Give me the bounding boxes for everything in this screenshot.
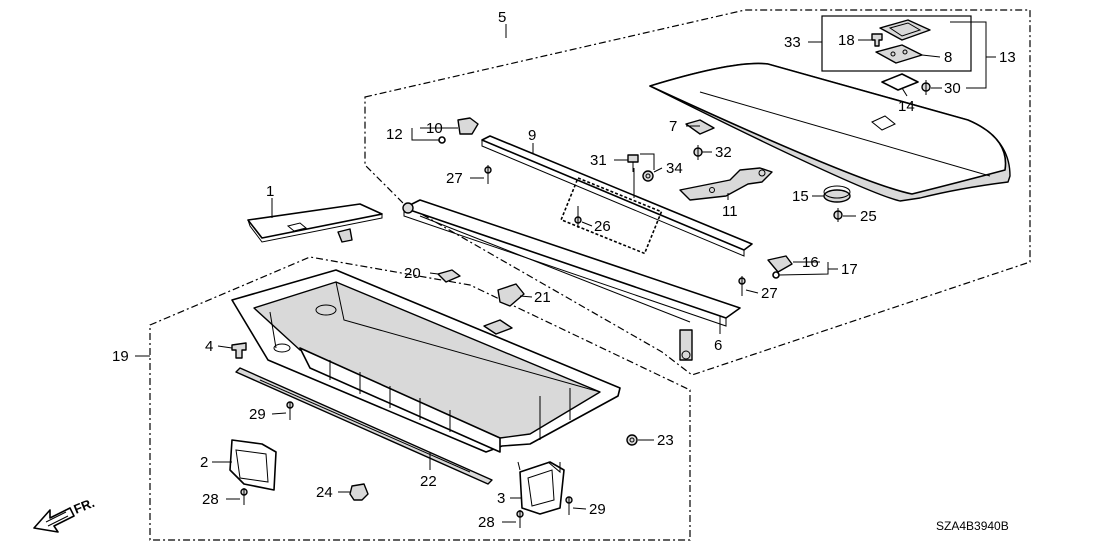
callout-18: 18 [838, 32, 855, 49]
callout-25: 25 [860, 208, 877, 225]
lid-top-part [879, 19, 931, 41]
callout-8: 8 [944, 49, 952, 66]
callout-26: 26 [594, 218, 611, 235]
clip-4 [231, 342, 247, 359]
bracket-21 [497, 283, 525, 307]
arrow-left-icon [33, 507, 75, 533]
screw-29-right [565, 496, 573, 515]
screw-28-left [240, 488, 248, 505]
trunk-tray-19 [231, 269, 621, 453]
callout-22: 22 [420, 473, 437, 490]
callout-19: 19 [112, 348, 129, 365]
tray-board [649, 62, 1011, 202]
callout-5: 5 [498, 9, 506, 26]
callout-14: 14 [898, 98, 915, 115]
group-5-outline [364, 9, 1031, 376]
callout-32: 32 [715, 144, 732, 161]
callout-33: 33 [784, 34, 801, 51]
callout-21: 21 [534, 289, 551, 306]
callout-9: 9 [528, 127, 536, 144]
clip-20 [437, 269, 461, 283]
cover-board-1 [247, 203, 383, 243]
callout-27-left: 27 [446, 170, 463, 187]
callout-15: 15 [792, 188, 809, 205]
screw-30 [921, 80, 931, 95]
clip-10 [457, 117, 479, 135]
callout-27-right: 27 [761, 285, 778, 302]
bracket-2 [229, 439, 277, 491]
group-33-box [821, 15, 972, 72]
callout-17: 17 [841, 261, 858, 278]
clip-23 [626, 434, 638, 446]
front-direction-arrow: FR. [33, 495, 97, 533]
callout-23: 23 [657, 432, 674, 449]
callout-3: 3 [497, 490, 505, 507]
callout-16: 16 [802, 254, 819, 271]
callout-29-right: 29 [589, 501, 606, 518]
callout-12: 12 [386, 126, 403, 143]
nut-34 [642, 170, 654, 182]
group-13-bracket [950, 21, 987, 89]
pad-14 [881, 73, 919, 91]
lid-part-8 [875, 44, 923, 64]
clip-18 [871, 33, 883, 47]
spacer-15 [823, 185, 851, 203]
callout-13: 13 [999, 49, 1016, 66]
callout-11: 11 [722, 203, 738, 220]
callout-4: 4 [205, 338, 213, 355]
bolt-25 [833, 208, 843, 222]
leader-lines [135, 24, 942, 523]
callout-24: 24 [316, 484, 333, 501]
bracket-3 [519, 461, 565, 515]
callout-30: 30 [944, 80, 961, 97]
callout-20: 20 [404, 265, 421, 282]
diagram-code: SZA4B3940B [936, 519, 1009, 533]
callout-7: 7 [669, 118, 677, 135]
screw-27-left [484, 165, 492, 184]
bracket-11 [679, 167, 773, 201]
strip-22 [235, 367, 493, 485]
callout-2: 2 [200, 454, 208, 471]
bolt-32 [693, 145, 703, 160]
rail-9 [481, 135, 753, 257]
nut-17 [772, 271, 780, 279]
callout-28-right: 28 [478, 514, 495, 531]
rail-6 [402, 199, 741, 361]
callout-29-left: 29 [249, 406, 266, 423]
clip-16 [767, 255, 793, 273]
callout-31: 31 [590, 152, 607, 169]
group-19-outline [149, 256, 691, 541]
direction-label: FR. [72, 495, 97, 517]
screw-26 [574, 206, 582, 228]
callout-28-left: 28 [202, 491, 219, 508]
callout-labels: 5 1 2 3 4 6 7 8 9 10 11 12 13 14 15 16 1… [112, 9, 1016, 531]
callout-10: 10 [426, 120, 443, 137]
screw-29-left [286, 401, 294, 420]
callout-1: 1 [266, 183, 274, 200]
bolt-31 [627, 154, 639, 172]
nut-12 [438, 136, 446, 144]
callout-34: 34 [666, 160, 683, 177]
clip-24 [349, 483, 369, 501]
callout-6: 6 [714, 337, 722, 354]
screw-28-right [516, 510, 524, 528]
clip-7 [685, 119, 715, 135]
screw-27-right [738, 276, 746, 296]
